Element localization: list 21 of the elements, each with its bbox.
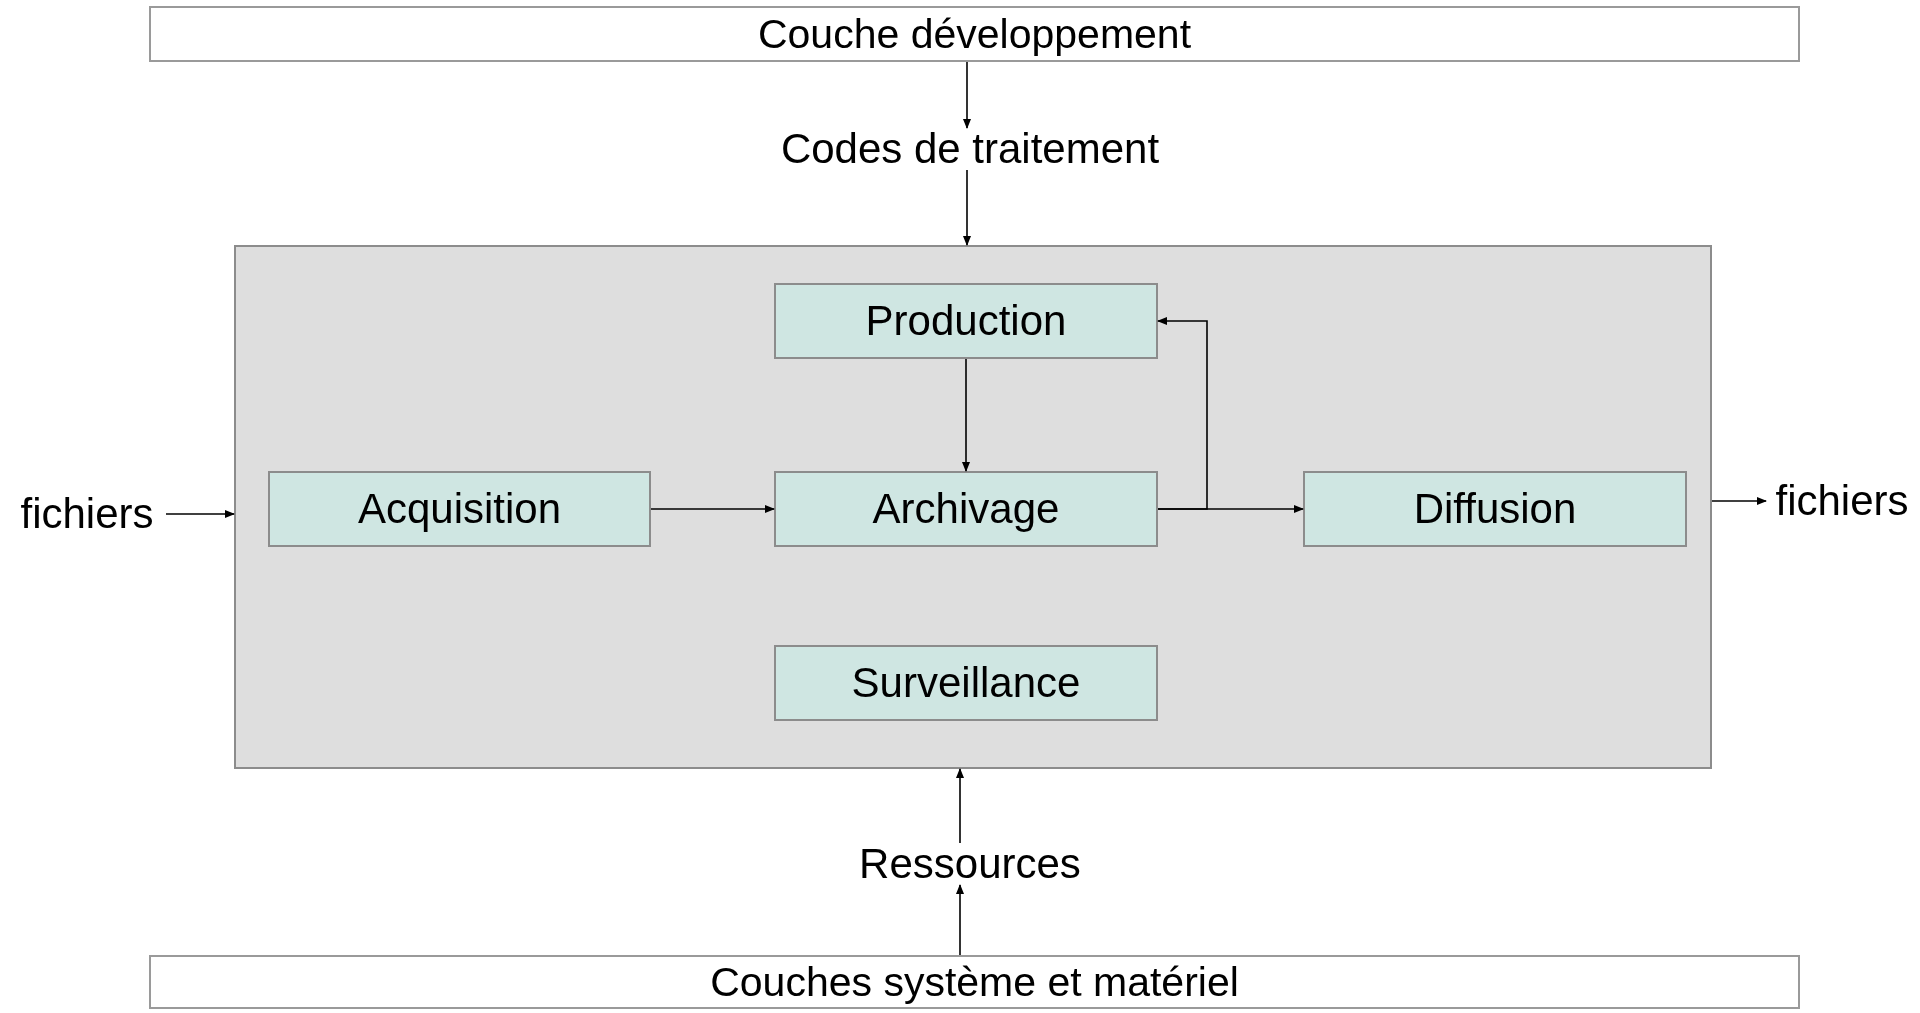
process-box: Surveillance [774,645,1158,721]
process-box: Production [774,283,1158,359]
arrow [956,884,964,956]
layer-box: Couches système et matériel [149,955,1800,1009]
arrow [165,510,235,518]
process-box: Archivage [774,471,1158,547]
flow-label: fichiers [8,493,166,535]
arrow [963,61,971,129]
flow-label: Codes de traitement [750,128,1190,170]
arrow [650,505,775,513]
process-box: Acquisition [268,471,651,547]
arrow [1711,497,1767,505]
flow-label: fichiers [1766,480,1918,522]
arrow [956,768,964,844]
arrow [962,358,970,472]
arrow [963,169,971,246]
arrow [1157,317,1208,510]
flow-label: Ressources [760,843,1180,885]
layer-box: Couche développement [149,6,1800,62]
system-box [234,245,1712,769]
process-box: Diffusion [1303,471,1687,547]
